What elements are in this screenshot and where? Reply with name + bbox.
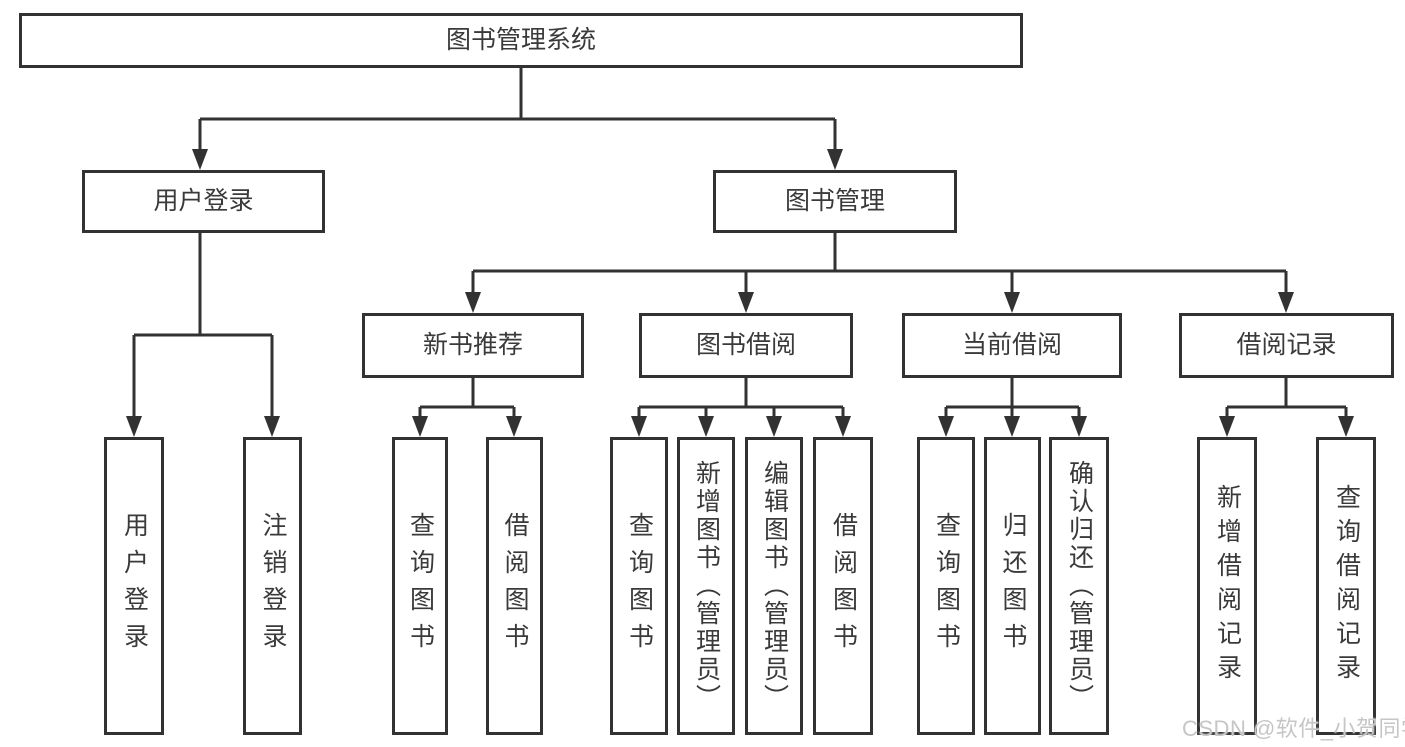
node-new-book-recommendation: 新书推荐 xyxy=(362,313,584,378)
leaf-query-books-1: 查询图书 xyxy=(392,437,448,735)
leaf-logout-login: 注销登录 xyxy=(243,437,302,735)
node-borrowing-records: 借阅记录 xyxy=(1179,313,1394,378)
leaf-borrow-books-2: 借阅图书 xyxy=(813,437,873,735)
leaf-query-books-2: 查询图书 xyxy=(610,437,668,735)
node-book-management: 图书管理 xyxy=(713,170,957,233)
leaf-borrow-books-1: 借阅图书 xyxy=(486,437,543,735)
node-current-borrowing: 当前借阅 xyxy=(902,313,1122,378)
arrowheads xyxy=(126,149,1354,437)
leaf-confirm-return-admin: 确认归还（管理员） xyxy=(1049,437,1109,735)
leaf-query-borrowing-record: 查询借阅记录 xyxy=(1316,437,1376,735)
leaf-query-books-3: 查询图书 xyxy=(917,437,975,735)
node-book-borrowing: 图书借阅 xyxy=(639,313,853,378)
watermark: CSDN @软件_小贺同学 xyxy=(1182,716,1405,741)
leaf-edit-books-admin: 编辑图书（管理员） xyxy=(745,437,803,735)
node-library-management-system: 图书管理系统 xyxy=(19,13,1023,68)
node-user-login: 用户登录 xyxy=(82,170,325,233)
leaf-user-login: 用户登录 xyxy=(104,437,164,735)
leaf-return-books: 归还图书 xyxy=(984,437,1041,735)
leaf-add-borrowing-record: 新增借阅记录 xyxy=(1197,437,1257,735)
leaf-add-books-admin: 新增图书（管理员） xyxy=(677,437,735,735)
